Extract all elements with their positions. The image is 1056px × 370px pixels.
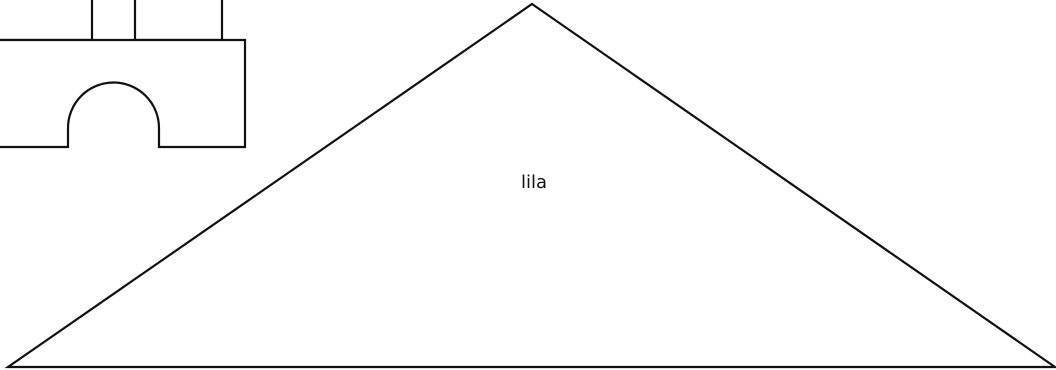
pillar-right — [135, 0, 222, 40]
block-with-arch — [0, 0, 245, 147]
pillar-left — [0, 0, 92, 40]
arch-block — [0, 40, 245, 147]
triangle-label: lila — [521, 172, 547, 193]
